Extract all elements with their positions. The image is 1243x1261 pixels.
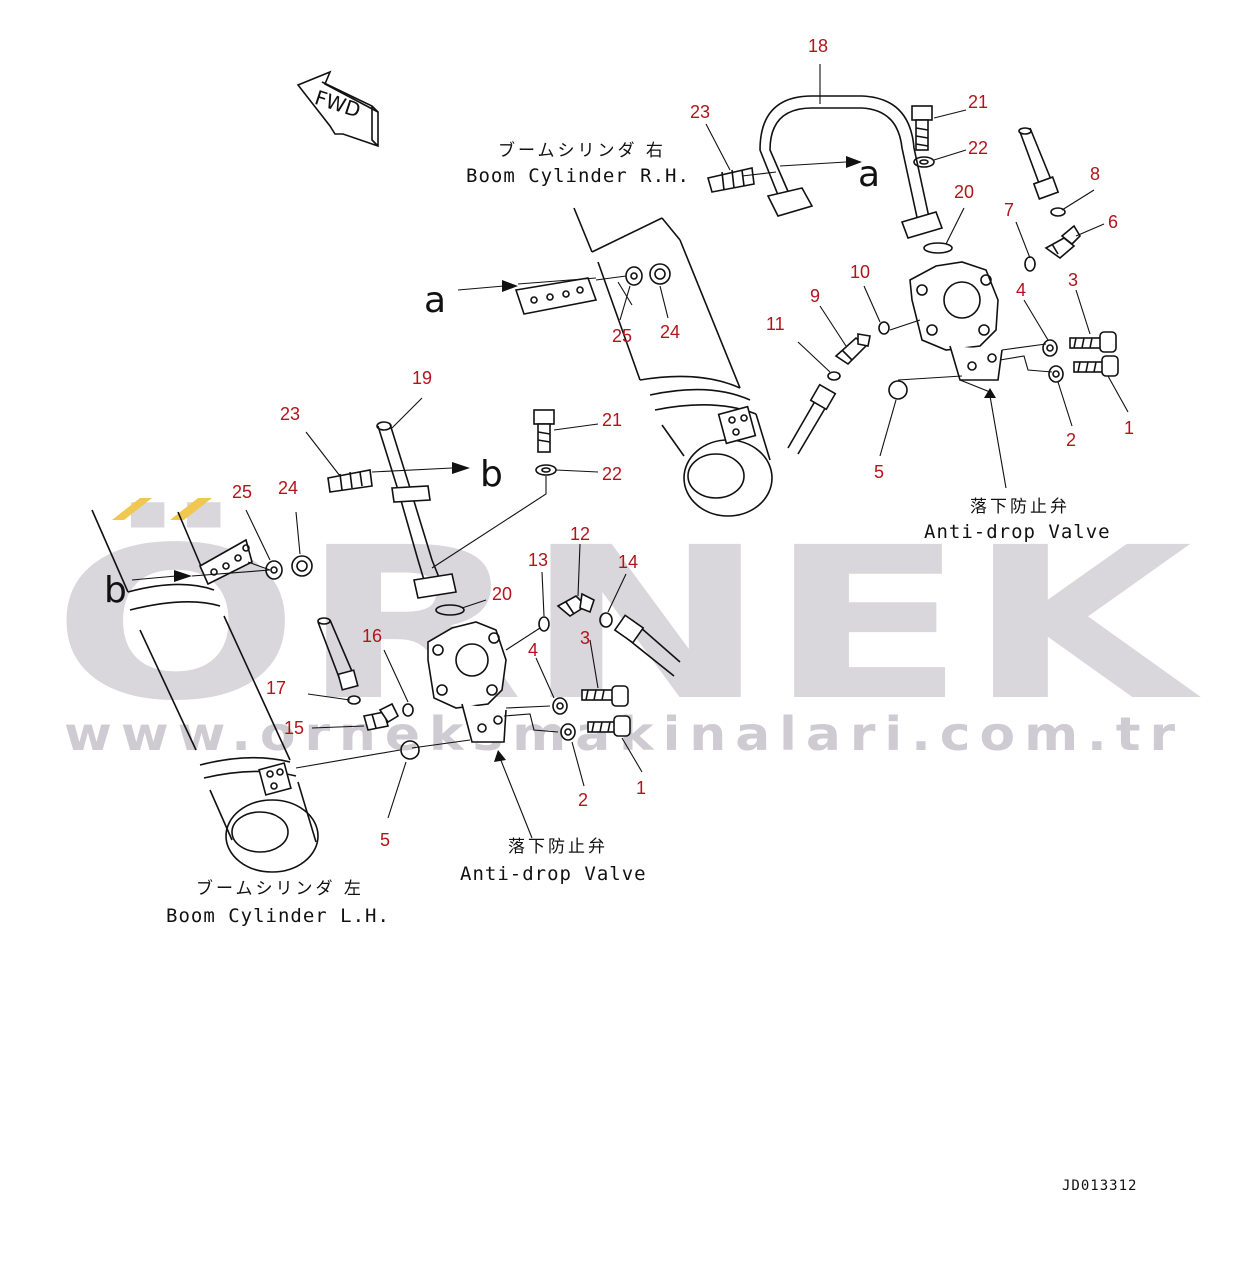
part-label-4-rh: 4 xyxy=(1016,280,1026,300)
part-label-3-lh: 3 xyxy=(580,628,590,648)
caption-valve-lh-en: Anti-drop Valve xyxy=(460,863,647,885)
part-label-20-rh: 20 xyxy=(954,182,974,202)
oring-20-rh xyxy=(923,242,953,254)
part-label-1-lh: 1 xyxy=(636,778,646,798)
part-label-24-lh: 24 xyxy=(278,478,298,498)
rh-small-parts xyxy=(787,127,1119,455)
part-label-17: 17 xyxy=(266,678,286,698)
part-label-14: 14 xyxy=(618,552,638,572)
caption-valve-rh-en: Anti-drop Valve xyxy=(924,521,1111,543)
boom-cylinder-lh xyxy=(91,509,319,873)
pipe-19 xyxy=(371,421,470,599)
arrow-letter-b-right: b xyxy=(480,454,503,495)
drawing-code: JD013312 xyxy=(1062,1178,1137,1194)
caption-boom-rh-en: Boom Cylinder R.H. xyxy=(466,165,690,187)
washers-rh xyxy=(625,263,671,286)
part-label-22-lh: 22 xyxy=(602,464,622,484)
arrow-letter-a-left: a xyxy=(424,280,446,321)
part-label-18: 18 xyxy=(808,36,828,56)
part-23-rh xyxy=(706,167,777,193)
arrow-letter-a-right: a xyxy=(858,154,880,195)
part-label-3-rh: 3 xyxy=(1068,270,1078,290)
part-label-21-rh: 21 xyxy=(968,92,988,112)
part-label-9: 9 xyxy=(810,286,820,306)
part-label-16: 16 xyxy=(362,626,382,646)
part-label-6: 6 xyxy=(1108,212,1118,232)
oring-20-lh xyxy=(435,604,465,616)
caption-valve-rh-jp: 落下防止弁 xyxy=(970,497,1070,517)
leader-lines xyxy=(245,64,1129,839)
part-label-8: 8 xyxy=(1090,164,1100,184)
part-label-23-lh: 23 xyxy=(280,404,300,424)
part-label-2-lh: 2 xyxy=(578,790,588,810)
part-label-24-rh: 24 xyxy=(660,322,680,342)
anti-drop-valve-lh xyxy=(295,621,559,769)
part-23-lh xyxy=(327,469,373,493)
part-label-15: 15 xyxy=(284,718,304,738)
part-label-22-rh: 22 xyxy=(968,138,988,158)
arrow-letter-b-left: b xyxy=(104,570,127,611)
part-labels: 18 23 21 22 20 7 8 6 3 4 10 9 11 1 2 5 2… xyxy=(232,36,1134,850)
part-label-2-rh: 2 xyxy=(1066,430,1076,450)
lh-small-parts xyxy=(317,592,681,760)
part-label-25-rh: 25 xyxy=(612,326,632,346)
part-label-10: 10 xyxy=(850,262,870,282)
part-label-25-lh: 25 xyxy=(232,482,252,502)
part-label-5-rh: 5 xyxy=(874,462,884,482)
arrow-b-ref: b b xyxy=(104,454,503,611)
fwd-arrow: FWD xyxy=(296,70,379,148)
part-label-12: 12 xyxy=(570,524,590,544)
watermark-accent xyxy=(112,498,152,520)
part-label-4-lh: 4 xyxy=(528,640,538,660)
part-label-5-lh: 5 xyxy=(380,830,390,850)
part-label-11: 11 xyxy=(766,314,785,334)
part-label-23-rh: 23 xyxy=(690,102,710,122)
caption-boom-lh-en: Boom Cylinder L.H. xyxy=(166,905,390,927)
pipe-18 xyxy=(759,95,944,239)
part-label-1-rh: 1 xyxy=(1124,418,1134,438)
part-label-7: 7 xyxy=(1004,200,1014,220)
part-label-21-lh: 21 xyxy=(602,410,622,430)
caption-boom-rh-jp: ブームシリンダ 右 xyxy=(498,140,666,161)
arrow-a-ref: a a xyxy=(424,154,880,321)
boom-cylinder-rh xyxy=(514,207,773,517)
watermark-accent xyxy=(170,498,212,520)
bolt-21-rh xyxy=(911,105,935,168)
bolt-21-lh xyxy=(431,409,557,569)
part-label-13: 13 xyxy=(528,550,548,570)
part-label-20-lh: 20 xyxy=(492,584,512,604)
anti-drop-valve-rh xyxy=(889,261,1053,393)
caption-valve-lh-jp: 落下防止弁 xyxy=(508,837,608,857)
part-label-19: 19 xyxy=(412,368,432,388)
caption-boom-lh-jp: ブームシリンダ 左 xyxy=(196,878,364,899)
